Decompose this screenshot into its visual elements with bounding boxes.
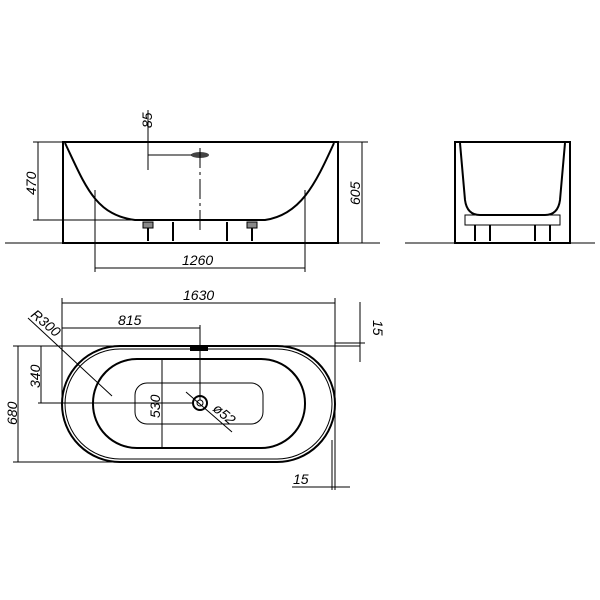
dim-470: 470: [23, 171, 39, 195]
dim-1630: 1630: [183, 287, 214, 303]
dim-15-side: 15: [293, 471, 309, 487]
dim-1260: 1260: [182, 252, 213, 268]
dim-340: 340: [27, 364, 43, 388]
dim-530: 530: [147, 394, 163, 418]
front-view: 85 470 605 1260: [5, 110, 380, 272]
dim-605: 605: [347, 181, 363, 205]
tub-feet: [142, 221, 258, 241]
top-view: 1630 815 680 340 530 R300 ø52 15 15: [4, 287, 386, 490]
dim-15-top: 15: [370, 320, 386, 336]
dim-815: 815: [118, 312, 142, 328]
end-view: [405, 141, 595, 244]
dim-85: 85: [139, 112, 155, 128]
dim-680: 680: [4, 401, 20, 425]
overflow-top-icon: [190, 347, 208, 351]
